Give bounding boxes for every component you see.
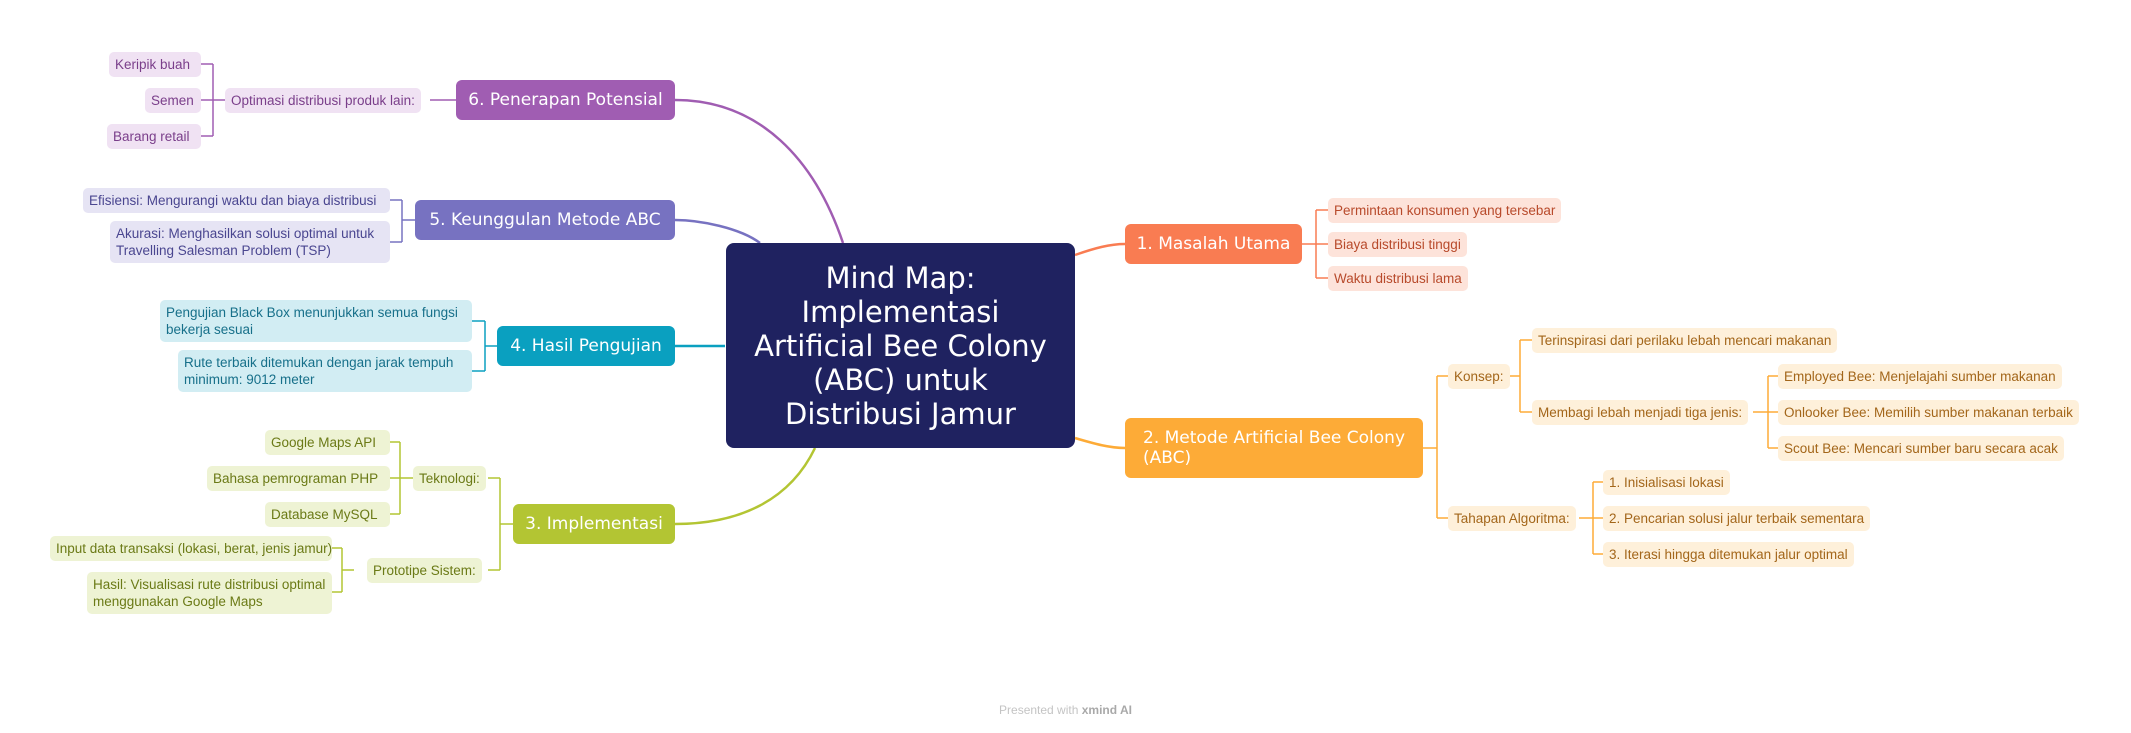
branch-hasil-pengujian[interactable]: 4. Hasil Pengujian (497, 326, 675, 366)
tahapan-label[interactable]: Tahapan Algoritma: (1448, 506, 1576, 531)
tahapan-step-3[interactable]: 3. Iterasi hingga ditemukan jalur optima… (1603, 542, 1854, 567)
konsep-item-1[interactable]: Terinspirasi dari perilaku lebah mencari… (1532, 328, 1838, 353)
masalah-item-2[interactable]: Biaya distribusi tinggi (1328, 232, 1467, 257)
masalah-item-3[interactable]: Waktu distribusi lama (1328, 266, 1468, 291)
pengujian-item-1[interactable]: Pengujian Black Box menunjukkan semua fu… (160, 300, 472, 342)
pengujian-item-2[interactable]: Rute terbaik ditemukan dengan jarak temp… (178, 350, 472, 392)
keunggulan-item-2[interactable]: Akurasi: Menghasilkan solusi optimal unt… (110, 221, 390, 263)
central-line-2: Implementasi (801, 294, 1000, 329)
branch-implementasi[interactable]: 3. Implementasi (513, 504, 675, 544)
konsep-label[interactable]: Konsep: (1448, 364, 1510, 389)
branch-keunggulan[interactable]: 5. Keunggulan Metode ABC (415, 200, 675, 240)
masalah-item-1[interactable]: Permintaan konsumen yang tersebar (1328, 198, 1562, 223)
bee-onlooker[interactable]: Onlooker Bee: Memilih sumber makanan ter… (1778, 400, 2079, 425)
central-topic[interactable]: Mind Map: Implementasi Artificial Bee Co… (726, 243, 1075, 448)
central-line-3: Artificial Bee Colony (754, 328, 1047, 363)
teknologi-item-1[interactable]: Google Maps API (265, 430, 390, 455)
konsep-item-2[interactable]: Membagi lebah menjadi tiga jenis: (1532, 400, 1749, 425)
prototipe-label[interactable]: Prototipe Sistem: (367, 558, 482, 583)
teknologi-label[interactable]: Teknologi: (413, 466, 486, 491)
penerapan-item-3[interactable]: Barang retail (107, 124, 201, 149)
branch-masalah-utama[interactable]: 1. Masalah Utama (1125, 224, 1302, 264)
keunggulan-item-1[interactable]: Efisiensi: Mengurangi waktu dan biaya di… (83, 188, 390, 213)
central-line-1: Mind Map: (825, 260, 976, 295)
central-line-4: (ABC) untuk (813, 362, 988, 397)
footer-credit: Presented with xmind AI (0, 703, 2131, 717)
tahapan-step-2[interactable]: 2. Pencarian solusi jalur terbaik sement… (1603, 506, 1871, 531)
prototipe-item-1[interactable]: Input data transaksi (lokasi, berat, jen… (50, 536, 332, 561)
bee-employed[interactable]: Employed Bee: Menjelajahi sumber makanan (1778, 364, 2062, 389)
teknologi-item-2[interactable]: Bahasa pemrograman PHP (207, 466, 390, 491)
penerapan-label[interactable]: Optimasi distribusi produk lain: (225, 88, 421, 113)
branch-metode-abc[interactable]: 2. Metode Artificial Bee Colony (ABC) (1125, 418, 1423, 478)
footer-brand[interactable]: xmind AI (1081, 703, 1132, 717)
branch-penerapan[interactable]: 6. Penerapan Potensial (456, 80, 675, 120)
prototipe-item-2[interactable]: Hasil: Visualisasi rute distribusi optim… (87, 572, 332, 614)
central-line-5: Distribusi Jamur (785, 396, 1016, 431)
bee-scout[interactable]: Scout Bee: Mencari sumber baru secara ac… (1778, 436, 2064, 461)
penerapan-item-2[interactable]: Semen (145, 88, 201, 113)
footer-prefix: Presented with (999, 703, 1079, 717)
tahapan-step-1[interactable]: 1. Inisialisasi lokasi (1603, 470, 1730, 495)
teknologi-item-3[interactable]: Database MySQL (265, 502, 390, 527)
penerapan-item-1[interactable]: Keripik buah (109, 52, 201, 77)
